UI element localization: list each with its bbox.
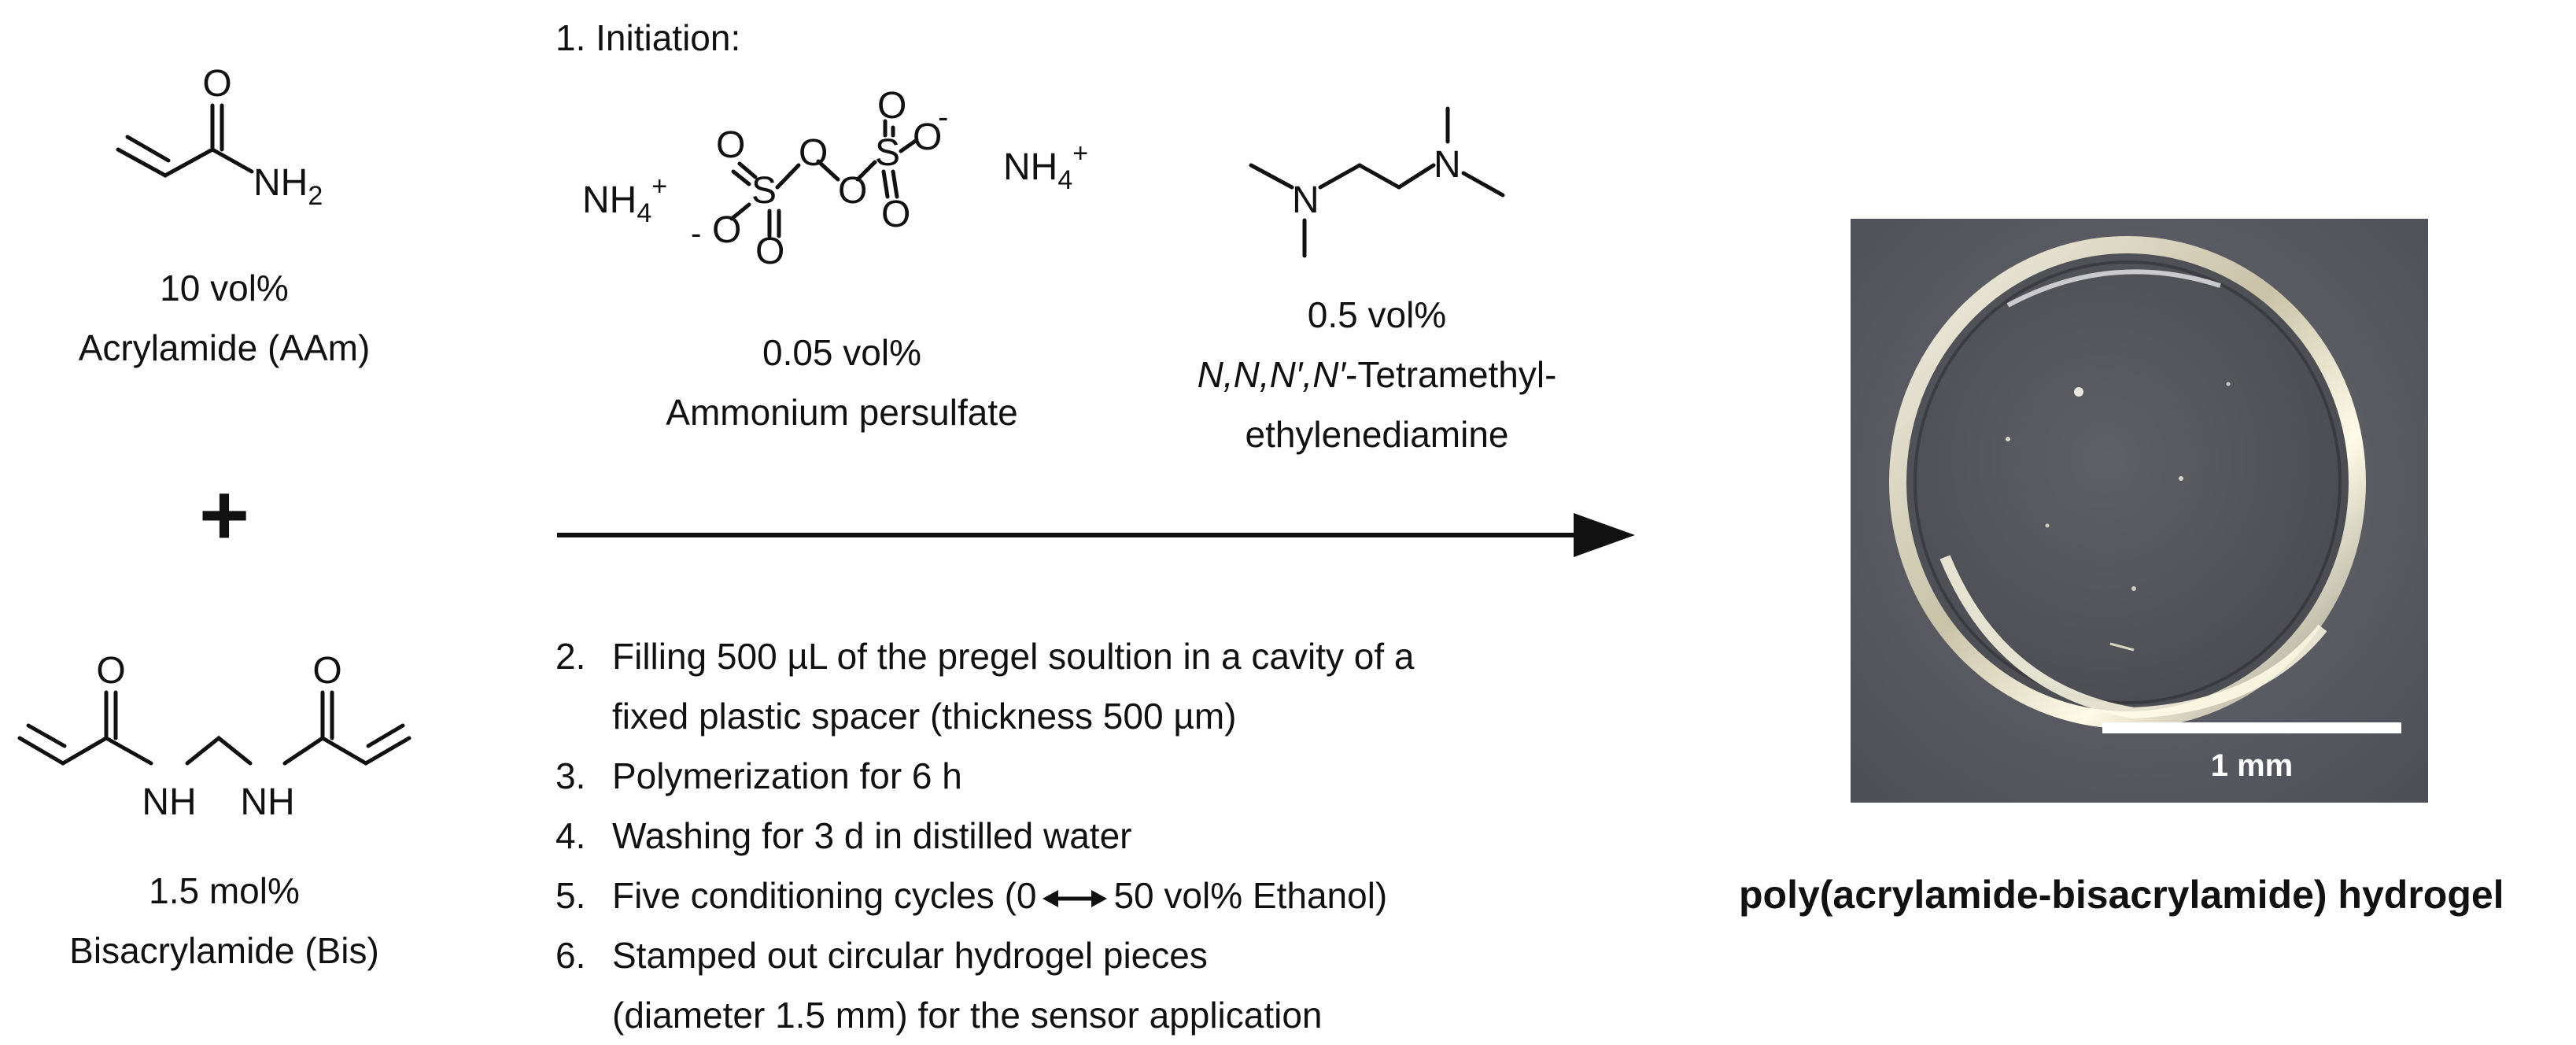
temed-amount: 0.5 vol% <box>1307 294 1447 335</box>
bis-amide-nh-right: NH <box>240 781 294 823</box>
aps-oxygen: O <box>881 194 910 235</box>
acrylamide-name: Acrylamide (AAm) <box>78 327 371 368</box>
acrylamide-caption: 10 vol% Acrylamide (AAm) <box>16 258 433 378</box>
aps-name: Ammonium persulfate <box>666 392 1018 433</box>
bisacrylamide-amount: 1.5 mol% <box>149 870 300 911</box>
temed-name-line1: N,N,N′,N′-Tetramethyl- <box>1197 354 1557 395</box>
minus-charge-right: - <box>938 100 948 135</box>
aps-oxygen: O <box>877 87 906 127</box>
step-2: 2.Filling 500 µL of the pregel soultion … <box>555 636 1415 737</box>
step-3: 3.Polymerization for 6 h <box>555 755 962 796</box>
scale-bar <box>2102 722 2401 733</box>
ammonium-persulfate-structure: NH4+ - O O S O O O S O O - O NH4+ <box>582 87 1088 272</box>
bis-amide-nh-left: NH <box>142 781 196 823</box>
temed-nitrogen-left: N <box>1292 179 1319 221</box>
hydrogel-micrograph: 1 mm <box>1851 219 2428 803</box>
double-headed-arrow-icon <box>1043 889 1108 907</box>
reaction-arrow <box>557 513 1635 557</box>
temed-name-line2: ethylenediamine <box>1245 414 1509 455</box>
plus-sign: + <box>198 467 250 563</box>
acrylamide-amount: 10 vol% <box>160 268 289 308</box>
aps-oxygen: O <box>913 116 942 158</box>
step-4: 4.Washing for 3 d in distilled water <box>555 815 1132 856</box>
acrylamide-structure: O NH2 <box>116 63 323 211</box>
bis-oxygen-atom-left: O <box>96 650 125 692</box>
temed-nitrogen-right: N <box>1434 144 1461 186</box>
product-name: poly(acrylamide-bisacrylamide) hydrogel <box>1739 873 2504 917</box>
ammonium-cation-right: NH4+ <box>1003 138 1088 195</box>
initiation-label: 1. Initiation: <box>555 17 741 58</box>
minus-charge-left: - <box>691 216 701 251</box>
aps-oxygen: O <box>716 124 745 166</box>
bisacrylamide-name: Bisacrylamide (Bis) <box>69 930 379 971</box>
aps-caption: 0.05 vol% Ammonium persulfate <box>598 323 1086 442</box>
bisacrylamide-caption: 1.5 mol% Bisacrylamide (Bis) <box>16 861 433 980</box>
temed-caption: 0.5 vol% N,N,N′,N′-Tetramethyl- ethylene… <box>1133 285 1621 464</box>
aam-amine-atom: NH2 <box>253 162 323 211</box>
bisacrylamide-structure: O O NH NH <box>17 650 411 823</box>
aam-oxygen-atom: O <box>202 63 231 105</box>
bis-oxygen-atom-right: O <box>312 650 341 692</box>
scale-bar-label: 1 mm <box>2211 748 2294 783</box>
aps-sulfur-right: S <box>875 132 900 174</box>
ammonium-cation-left: NH4+ <box>582 172 667 228</box>
hydrogel-disc-image: 1 mm <box>1851 219 2428 803</box>
step-6: 6.Stamped out circular hydrogel pieces (… <box>555 935 1323 1036</box>
temed-structure: N N <box>1249 106 1505 258</box>
aps-amount: 0.05 vol% <box>762 332 921 373</box>
